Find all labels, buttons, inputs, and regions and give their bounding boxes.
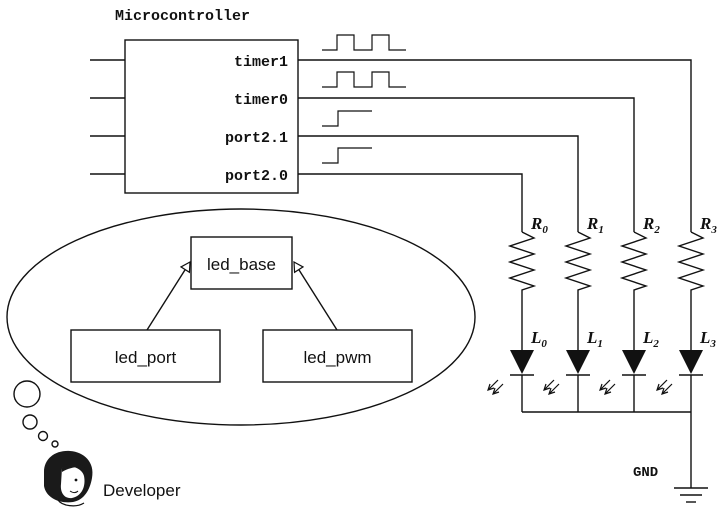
port-label-port2-0: port2.0 xyxy=(225,168,288,185)
led-label-l0: L0 xyxy=(530,328,547,350)
wire-timer0 xyxy=(298,97,635,232)
class-led-pwm xyxy=(262,329,413,383)
resistor-label-r2: R2 xyxy=(642,214,660,236)
led-label-l2: L2 xyxy=(642,328,659,350)
wire-port2-0 xyxy=(298,173,523,232)
ground-label: GND xyxy=(633,465,658,481)
waveform-port2-1-step xyxy=(322,110,372,127)
developer-icon xyxy=(44,450,93,507)
class-label-led-port: led_port xyxy=(115,348,177,367)
wire-timer1 xyxy=(298,59,692,232)
thought-trail xyxy=(13,380,59,448)
waveform-timer0-pwm xyxy=(322,71,406,88)
wire-port2-1 xyxy=(298,135,579,232)
led-l1 xyxy=(566,350,590,412)
led-light-arrows xyxy=(487,379,673,395)
resistor-r2 xyxy=(619,231,649,350)
left-pins xyxy=(90,59,125,175)
ground-symbol xyxy=(674,487,708,503)
class-label-led-base: led_base xyxy=(207,255,276,274)
resistor-label-r3: R3 xyxy=(699,214,717,236)
led-l3 xyxy=(679,350,703,412)
waveform-timer1-pwm xyxy=(322,34,406,51)
resistor-r0 xyxy=(507,231,537,350)
microcontroller-title: Microcontroller xyxy=(115,8,250,25)
led-l2 xyxy=(622,350,646,412)
inheritance-arrow-led-pwm xyxy=(294,262,338,331)
waveform-port2-0-step xyxy=(322,147,372,164)
port-label-port2-1: port2.1 xyxy=(225,130,288,147)
port-label-timer1: timer1 xyxy=(234,54,288,71)
led-label-l3: L3 xyxy=(699,328,716,350)
port-label-timer0: timer0 xyxy=(234,92,288,109)
resistor-label-r1: R1 xyxy=(586,214,604,236)
class-led-base xyxy=(190,236,293,290)
class-label-led-pwm: led_pwm xyxy=(303,348,371,367)
resistor-r1 xyxy=(563,231,593,350)
inheritance-arrow-led-port xyxy=(146,262,190,331)
led-label-l1: L1 xyxy=(586,328,603,350)
class-led-port xyxy=(70,329,221,383)
resistor-label-r0: R0 xyxy=(530,214,548,236)
led-l0 xyxy=(510,350,534,412)
developer-label: Developer xyxy=(103,481,181,500)
resistor-r3 xyxy=(676,231,706,350)
microcontroller-box xyxy=(124,39,299,194)
